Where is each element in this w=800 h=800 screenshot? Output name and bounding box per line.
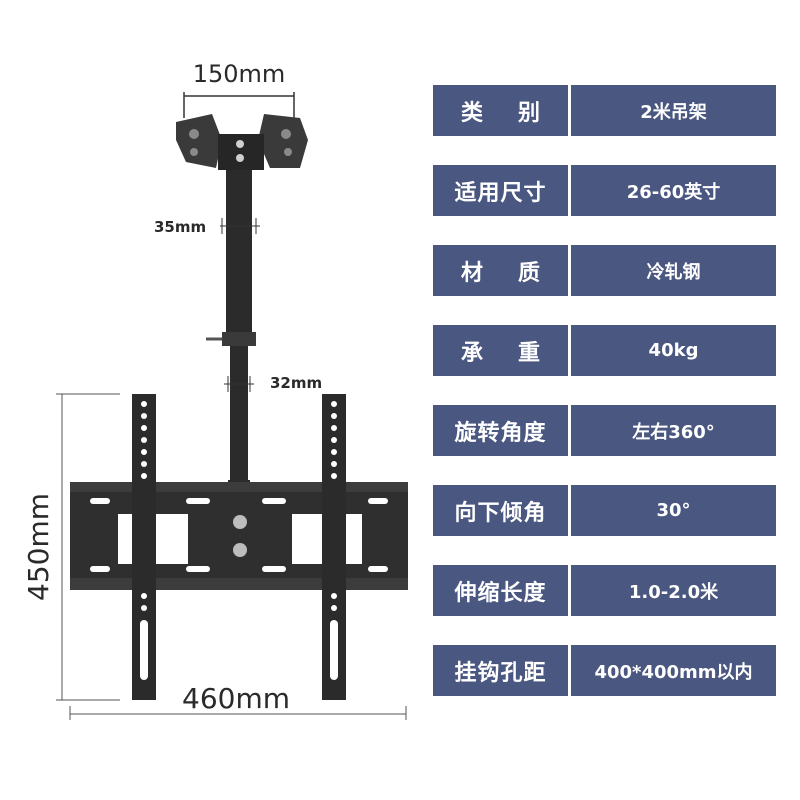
spec-key: 承重 [433,325,571,376]
dim-pole-lower-label: 32mm [270,374,322,392]
spec-key-char: 承 [461,340,484,366]
arm-hole [331,605,337,611]
dim-top-width: 150mm [183,60,295,118]
dim-top-width-label: 150mm [193,60,286,88]
spec-row: 伸缩长度 1.0-2.0米 [433,565,776,616]
spec-key: 挂钩孔距 [433,645,571,696]
arm-hole [141,401,147,407]
arm-hole [141,425,147,431]
arm-hole [141,605,147,611]
spec-key: 材质 [433,245,571,296]
spec-key: 适用尺寸 [433,165,571,216]
arm-hole [331,473,337,479]
arm-hole [141,413,147,419]
arm-hole [331,413,337,419]
arm-hole [331,401,337,407]
telescopic-pole [206,170,256,488]
spec-key-char: 类 [461,100,484,126]
dim-pole-upper: 35mm [154,218,260,236]
right-arm [322,394,346,700]
spec-key-char: 别 [517,100,540,126]
bracket-plate [70,482,408,590]
spec-value: 26-60英寸 [626,181,721,203]
arm-hole [331,437,337,443]
spec-row: 适用尺寸 26-60英寸 [433,165,776,216]
ceiling-plate [176,114,308,170]
spec-value: 30° [656,500,691,521]
arm-hole [141,437,147,443]
spec-row: 挂钩孔距 400*400mm以内 [433,645,776,696]
spec-key: 旋转角度 [433,405,571,456]
spec-key: 伸缩长度 [433,565,571,616]
spec-value: 40kg [648,340,699,361]
spec-value: 400*400mm以内 [594,661,753,683]
arm-holes [141,401,337,611]
spec-value: 冷轧钢 [646,261,701,283]
dim-height-label: 450mm [22,493,55,601]
arm-hole [331,461,337,467]
arm-hole [141,593,147,599]
spec-row: 旋转角度 左右360° [433,405,776,456]
arm-hole [141,473,147,479]
left-arm [132,394,156,700]
dim-pole-lower: 32mm [224,374,322,392]
spec-row: 向下倾角 30° [433,485,776,536]
spec-key: 类别 [433,85,571,136]
arm-hole [331,425,337,431]
product-diagram: 150mm 35mm 32mm [22,60,408,720]
dim-width-label: 460mm [182,682,290,715]
spec-key-char: 材 [461,260,484,286]
spec-key-char: 重 [517,340,540,366]
arm-hole [331,593,337,599]
spec-value: 2米吊架 [640,101,707,123]
dim-height: 450mm [22,393,120,701]
dim-pole-upper-label: 35mm [154,218,206,236]
arm-hole [141,449,147,455]
dim-width: 460mm [69,682,407,720]
spec-key: 向下倾角 [433,485,571,536]
spec-value: 左右360° [632,421,715,443]
arm-hole [331,449,337,455]
arm-hole [141,461,147,467]
spec-value: 1.0-2.0米 [628,581,719,603]
spec-key-char: 质 [517,260,540,286]
spec-row: 材质冷轧钢 [433,245,776,296]
